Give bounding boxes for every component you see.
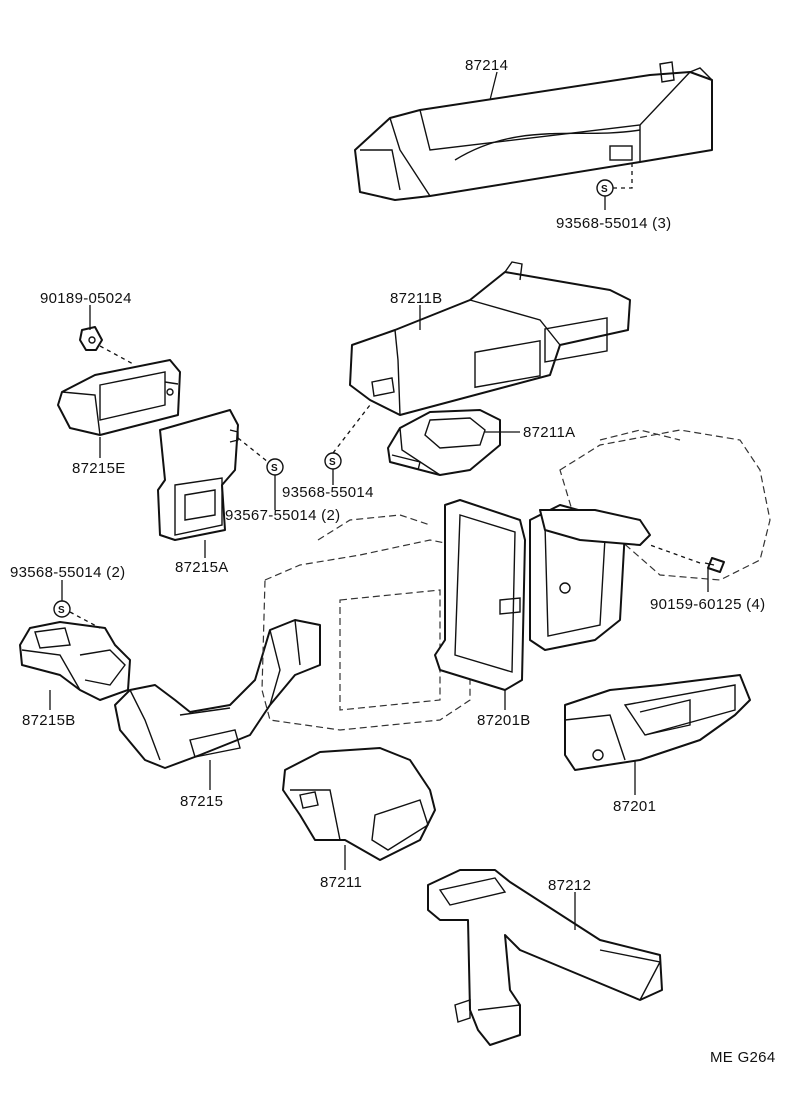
screw-symbol-s-icon-3: S [324, 452, 342, 470]
part-87215-duct [114, 619, 321, 769]
label-87215: 87215 [180, 793, 223, 810]
svg-text:S: S [601, 184, 608, 195]
screw-90159-icon [704, 557, 725, 573]
drawing-code: ME G264 [710, 1049, 775, 1066]
heater-unit-ghost [261, 429, 771, 731]
label-87201B: 87201B [477, 712, 531, 729]
label-87215A: 87215A [175, 559, 229, 576]
screw-symbol-s-icon-2: S [266, 458, 284, 476]
label-87211A: 87211A [523, 424, 575, 441]
label-93568-55014-3: 93568-55014 (3) [556, 215, 671, 232]
label-87201: 87201 [613, 798, 656, 815]
label-87214: 87214 [465, 57, 508, 74]
leader-lines [49, 71, 709, 930]
label-87212: 87212 [548, 877, 591, 894]
part-87215A [157, 409, 239, 541]
label-93568-55014: 93568-55014 [282, 484, 374, 501]
part-87212-duct [427, 869, 663, 1046]
svg-text:S: S [271, 463, 278, 474]
label-87211: 87211 [320, 874, 362, 891]
part-87211B-duct [349, 261, 631, 416]
label-87215E: 87215E [72, 460, 126, 477]
part-87215B [19, 621, 131, 701]
part-87215E [57, 359, 181, 436]
part-87214-duct [354, 61, 713, 201]
part-87211-vent [282, 747, 436, 861]
label-90159-60125-4: 90159-60125 (4) [650, 596, 765, 613]
label-87215B: 87215B [22, 712, 76, 729]
screw-symbol-s-icon-4: S [53, 600, 71, 618]
label-87211B: 87211B [390, 290, 442, 307]
label-93567-55014-2: 93567-55014 (2) [225, 507, 340, 524]
part-87201-vent [564, 674, 751, 771]
label-93568-55014-2: 93568-55014 (2) [10, 564, 125, 581]
part-90189-clip [79, 326, 103, 351]
screw-symbol-s-icon-1: S [596, 179, 614, 197]
part-87211A [387, 409, 501, 476]
svg-text:S: S [58, 605, 65, 616]
svg-text:S: S [329, 457, 336, 468]
label-90189-05024: 90189-05024 [40, 290, 132, 307]
part-87201B-frame [434, 499, 651, 691]
